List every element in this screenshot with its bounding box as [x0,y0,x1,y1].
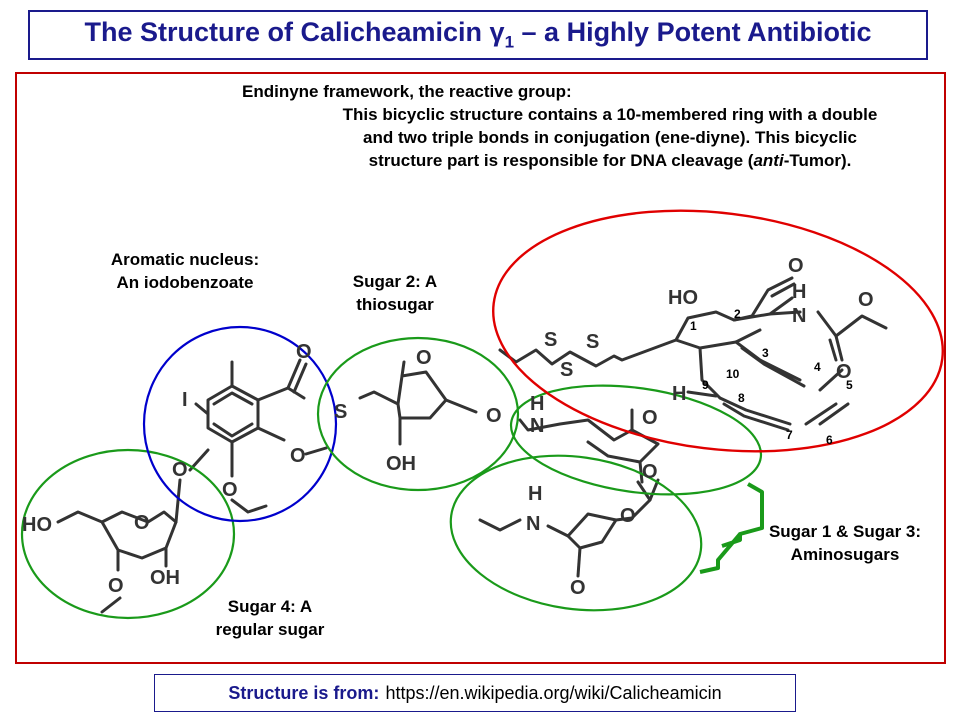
aromatic-label-line1: Aromatic nucleus: [110,250,260,269]
atom-iodine: I [182,389,188,411]
endiyne-circle [492,209,944,453]
atom-o-link1: O [642,461,658,483]
sugar4-circle [20,448,236,620]
atom-o-aryl2: O [222,479,238,501]
sugar13-label-line2: Aminosugars [790,545,900,564]
ring-number-6: 6 [826,433,833,447]
atom-n-carbamate: N [792,305,806,327]
title-box: The Structure of Calicheamicin γ1 – a Hi… [28,10,928,60]
atom-o-ketone: O [788,255,804,277]
ring-number-3: 3 [762,346,769,360]
atom-h-n3: H [528,483,542,505]
atom-n3: N [526,513,540,535]
atom-oh2: OH [386,453,416,475]
ring-number-9: 9 [702,378,709,392]
sugar-bracket [699,482,764,574]
structure-frame [15,72,946,664]
atom-ho-left: HO [22,514,52,536]
sugar3-circle [449,454,703,612]
atom-o-glycosidic: O [486,405,502,427]
sugar4-label-line2: regular sugar [215,620,325,639]
atom-o-link4: O [172,459,188,481]
atom-h-nh: H [792,281,806,303]
ring-number-4: 4 [814,360,821,374]
atom-s-c: S [586,331,599,353]
atom-o-aryl1: O [290,445,306,467]
sugar13-label-line1: Sugar 1 & Sugar 3: [768,522,922,541]
atom-ho-top: HO [668,287,698,309]
atom-o-carbamate1: O [858,289,874,311]
endiyne-label: Endinyne framework, the reactive group: … [200,80,940,172]
endiyne-desc-line2: and two triple bonds in conjugation (ene… [363,128,857,147]
endiyne-desc-line1: This bicyclic structure contains a 10-me… [342,105,878,124]
endiyne-desc-line3-b: -Tumor). [783,151,852,170]
source-box: Structure is from: https://en.wikipedia.… [154,674,796,712]
ring-number-5: 5 [846,378,853,392]
ring-number-1: 1 [690,319,697,333]
source-label: Structure is from: [228,682,380,703]
endiyne-desc-line3-a: structure part is responsible for DNA cl… [368,151,754,170]
endiyne-desc-line3: structure part is responsible for DNA cl… [200,149,940,172]
endiyne-heading: Endinyne framework, the reactive group: [242,82,572,101]
endiyne-desc-italic: anti [753,151,784,170]
sugar13-label: Sugar 1 & Sugar 3: Aminosugars [740,520,950,566]
sugar2-label-line2: thiosugar [356,295,434,314]
atom-h-n1: H [530,393,544,415]
atom-s-b: S [560,359,573,381]
atom-h-c9: H [672,383,686,405]
atom-o-ring1: O [642,407,658,429]
bond-lines [56,276,888,614]
page-title: The Structure of Calicheamicin γ1 – a Hi… [84,17,871,52]
sugar4-label: Sugar 4: A regular sugar [185,595,355,641]
atom-oh4: OH [150,567,180,589]
atom-n1: N [530,415,544,437]
atom-o-carbonyl: O [296,341,312,363]
title-subscript: 1 [504,32,515,52]
title-main: The Structure of Calicheamicin γ [84,17,505,48]
aromatic-circle [142,325,338,523]
sugar2-label-line1: Sugar 2: A [352,272,438,291]
atom-o-ring4: O [134,512,150,534]
ring-number-10: 10 [726,367,740,381]
ring-number-2: 2 [734,307,741,321]
title-rest: – a Highly Potent Antibiotic [514,17,872,48]
sugar4-label-line1: Sugar 4: A [227,597,313,616]
atom-o-carbamate2: O [836,361,852,383]
atom-o-ring3: O [620,505,636,527]
atom-s-a: S [544,329,557,351]
sugar2-label: Sugar 2: A thiosugar [330,270,460,316]
aromatic-label: Aromatic nucleus: An iodobenzoate [80,248,290,294]
atom-o-methoxy4: O [108,575,124,597]
atom-s-thio: S [334,401,347,423]
source-url[interactable]: https://en.wikipedia.org/wiki/Calicheami… [385,682,722,703]
atom-o-methoxy3: O [570,577,586,599]
ring-number-8: 8 [738,391,745,405]
aromatic-label-line2: An iodobenzoate [116,273,254,292]
sugar2-circle [316,336,520,492]
sugar1-circle [509,384,763,496]
atom-o-ring2: O [416,347,432,369]
ring-number-7: 7 [786,428,793,442]
